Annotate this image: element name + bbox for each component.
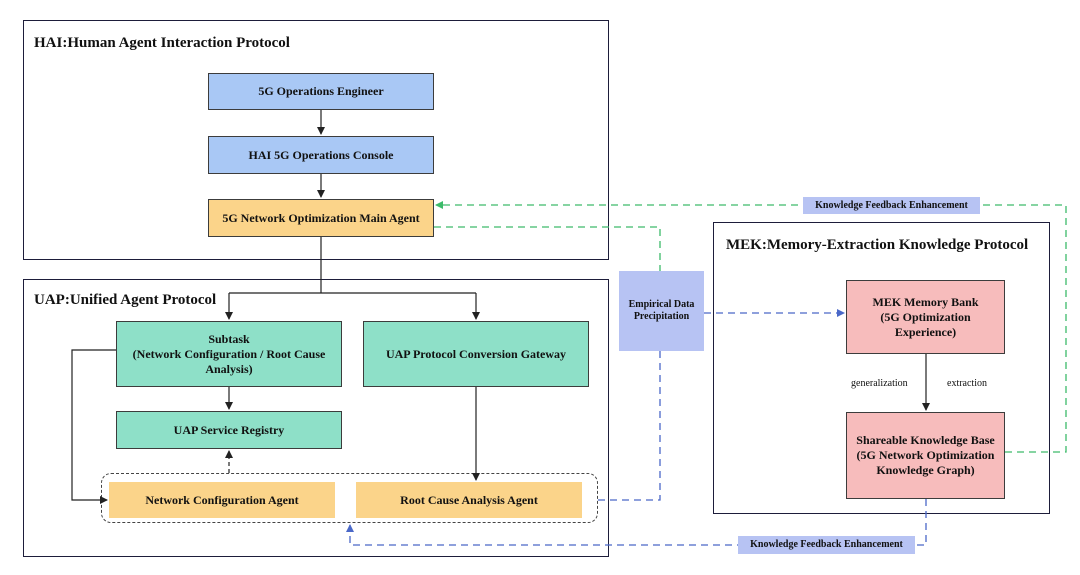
group-mek-title: MEK:Memory-Extraction Knowledge Protocol (726, 237, 1029, 253)
tag-feedback-top: Knowledge Feedback Enhancement (803, 197, 980, 214)
node-knowledge-base: Shareable Knowledge Base (5G Network Opt… (846, 412, 1005, 499)
edge-kb-feedback-main (435, 201, 1067, 453)
node-rca-agent: Root Cause Analysis Agent (356, 482, 582, 518)
node-ops-engineer: 5G Operations Engineer (208, 73, 434, 110)
group-uap-title: UAP:Unified Agent Protocol (34, 292, 217, 308)
tag-empirical-data: Empirical Data Precipitation (619, 271, 704, 351)
tag-feedback-bottom: Knowledge Feedback Enhancement (738, 536, 915, 554)
group-hai: HAI:Human Agent Interaction Protocol (23, 20, 609, 260)
node-gateway: UAP Protocol Conversion Gateway (363, 321, 589, 387)
node-memory-bank: MEK Memory Bank (5G Optimization Experie… (846, 280, 1005, 354)
node-registry: UAP Service Registry (116, 411, 342, 449)
edge-subtask-netconfig (71, 349, 116, 504)
node-subtask: Subtask (Network Configuration / Root Ca… (116, 321, 342, 387)
edge-main-empirical (434, 226, 661, 271)
node-main-agent: 5G Network Optimization Main Agent (208, 199, 434, 237)
node-net-config-agent: Network Configuration Agent (109, 482, 335, 518)
group-mek: MEK:Memory-Extraction Knowledge Protocol (713, 222, 1050, 514)
label-extraction: extraction (947, 378, 987, 389)
node-ops-console: HAI 5G Operations Console (208, 136, 434, 174)
group-hai-title: HAI:Human Agent Interaction Protocol (34, 35, 290, 51)
label-generalization: generalization (851, 378, 908, 389)
group-uap: UAP:Unified Agent Protocol (23, 279, 609, 557)
edge-agents-empirical (598, 351, 661, 501)
